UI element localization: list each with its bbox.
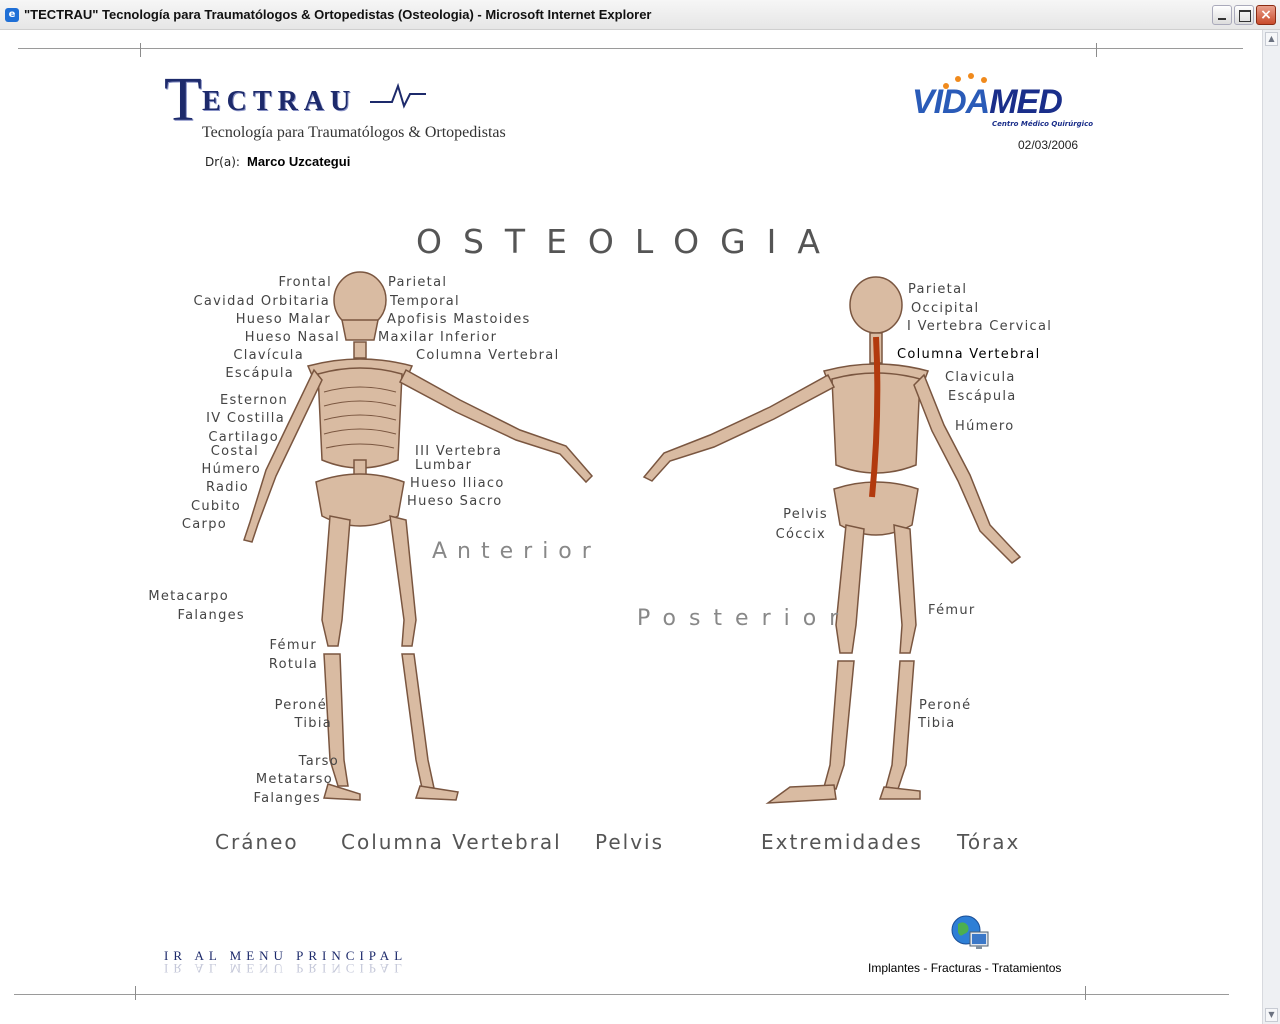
window-titlebar: e "TECTRAU" Tecnología para Traumatólogo… [0,0,1280,30]
label-carpo[interactable]: Carpo [181,517,227,532]
main-menu-reflection: IR AL MENU PRINCIPAL [164,961,408,976]
implantes-fracturas-tratamientos-link[interactable]: Implantes - Fracturas - Tratamientos [868,961,1062,975]
nav-craneo[interactable]: Cráneo [215,830,299,854]
vertical-scrollbar[interactable]: ▲ ▼ [1262,30,1280,1024]
top-divider-tick [1096,43,1097,57]
bottom-divider [14,994,1229,995]
window-title: "TECTRAU" Tecnología para Traumatólogos … [24,7,652,22]
bottom-divider-tick [135,986,136,1000]
view-label-posterior: Posterior [637,606,852,631]
page-title: OSTEOLOGIA [416,222,841,261]
label-perone[interactable]: Peroné [274,698,327,713]
ie-icon: e [5,8,19,22]
maximize-button[interactable] [1234,5,1254,25]
vidamed-logo-med: MED [989,83,1063,121]
label-frontal[interactable]: Frontal [278,275,332,290]
vidamed-dots-icon [943,73,987,89]
label-humero[interactable]: Húmero [201,462,261,477]
label-post-parietal[interactable]: Parietal [908,282,968,297]
globe-computer-icon[interactable] [950,912,992,954]
label-iv-costilla[interactable]: IV Costilla [206,411,285,426]
pulse-wave-icon [370,82,426,109]
label-iii-vertebra[interactable]: III Vertebra [415,444,503,459]
label-falanges-foot[interactable]: Falanges [253,791,321,806]
bottom-divider-tick [1085,986,1086,1000]
label-hueso-nasal[interactable]: Hueso Nasal [244,330,340,345]
label-post-pelvis[interactable]: Pelvis [783,507,828,522]
label-post-columna-vertebral[interactable]: Columna Vertebral [897,347,1041,362]
nav-columna-vertebral[interactable]: Columna Vertebral [341,830,562,854]
label-falanges-hand[interactable]: Falanges [177,608,245,623]
label-costal[interactable]: Costal [210,444,259,459]
tectrau-subtitle: Tecnología para Traumatólogos & Ortopedi… [202,124,506,141]
anterior-skeleton-illustration [243,271,594,801]
label-hueso-sacro[interactable]: Hueso Sacro [407,494,503,509]
label-metacarpo[interactable]: Metacarpo [148,589,229,604]
label-parietal[interactable]: Parietal [388,275,448,290]
label-hueso-malar[interactable]: Hueso Malar [235,312,331,327]
current-date: 02/03/2006 [1018,138,1079,152]
label-post-i-vertebra-cervical[interactable]: I Vertebra Cervical [907,319,1053,334]
label-post-tibia[interactable]: Tibia [918,716,956,731]
nav-pelvis[interactable]: Pelvis [595,830,665,854]
view-label-anterior: Anterior [432,539,601,564]
label-cavidad-orbitaria[interactable]: Cavidad Orbitaria [193,294,330,309]
label-tarso[interactable]: Tarso [298,754,339,769]
label-lumbar[interactable]: Lumbar [415,458,473,473]
label-clavicula[interactable]: Clavícula [233,348,304,363]
label-femur[interactable]: Fémur [269,638,317,653]
label-cartilago[interactable]: Cartilago [208,430,279,445]
doctor-label: Dr(a): [205,155,240,169]
label-post-coccix[interactable]: Cóccix [775,527,826,542]
doctor-name: Marco Uzcategui [247,154,351,169]
nav-extremidades[interactable]: Extremidades [761,830,923,854]
label-post-femur[interactable]: Fémur [928,603,976,618]
highlighted-spine [869,336,881,498]
label-cubito[interactable]: Cubito [190,499,241,514]
main-menu-label: IR AL MENU PRINCIPAL [164,948,408,963]
label-metatarso[interactable]: Metatarso [255,772,333,787]
label-maxilar-inferior[interactable]: Maxilar Inferior [378,330,498,345]
label-post-humero[interactable]: Húmero [955,419,1015,434]
tectrau-logo-text: ECTRAU [202,86,357,117]
vidamed-subtitle: Centro Médico Quirúrgico [992,120,1094,128]
page-viewport [0,30,1262,1024]
label-temporal[interactable]: Temporal [390,294,460,309]
scroll-up-arrow-icon[interactable]: ▲ [1265,32,1278,46]
top-divider [18,48,1243,49]
label-tibia[interactable]: Tibia [294,716,332,731]
scroll-down-arrow-icon[interactable]: ▼ [1265,1008,1278,1022]
main-menu-link[interactable]: IR AL MENU PRINCIPAL IR AL MENU PRINCIPA… [138,942,438,976]
label-post-occipital[interactable]: Occipital [911,301,980,316]
close-button[interactable]: × [1256,5,1276,25]
minimize-button[interactable] [1212,5,1232,25]
vidamed-logo: VIDAMED [912,83,1063,121]
tectrau-logo-initial: T [164,66,202,134]
label-apofisis-mastoides[interactable]: Apofisis Mastoides [387,312,531,327]
label-rotula[interactable]: Rotula [268,657,318,672]
vidamed-logo-vida: VIDA [912,83,990,121]
nav-torax[interactable]: Tórax [957,830,1021,854]
label-columna-vertebral[interactable]: Columna Vertebral [416,348,560,363]
label-post-clavicula[interactable]: Clavicula [945,370,1016,385]
label-esternon[interactable]: Esternon [219,393,288,408]
label-escapula[interactable]: Escápula [225,366,294,381]
label-radio[interactable]: Radio [205,480,249,495]
label-hueso-iliaco[interactable]: Hueso Iliaco [410,476,505,491]
label-post-escapula[interactable]: Escápula [948,389,1017,404]
label-post-perone[interactable]: Peroné [919,698,972,713]
window-controls: × [1212,5,1276,25]
top-divider-tick [140,43,141,57]
posterior-skeleton-illustration [642,276,1022,804]
